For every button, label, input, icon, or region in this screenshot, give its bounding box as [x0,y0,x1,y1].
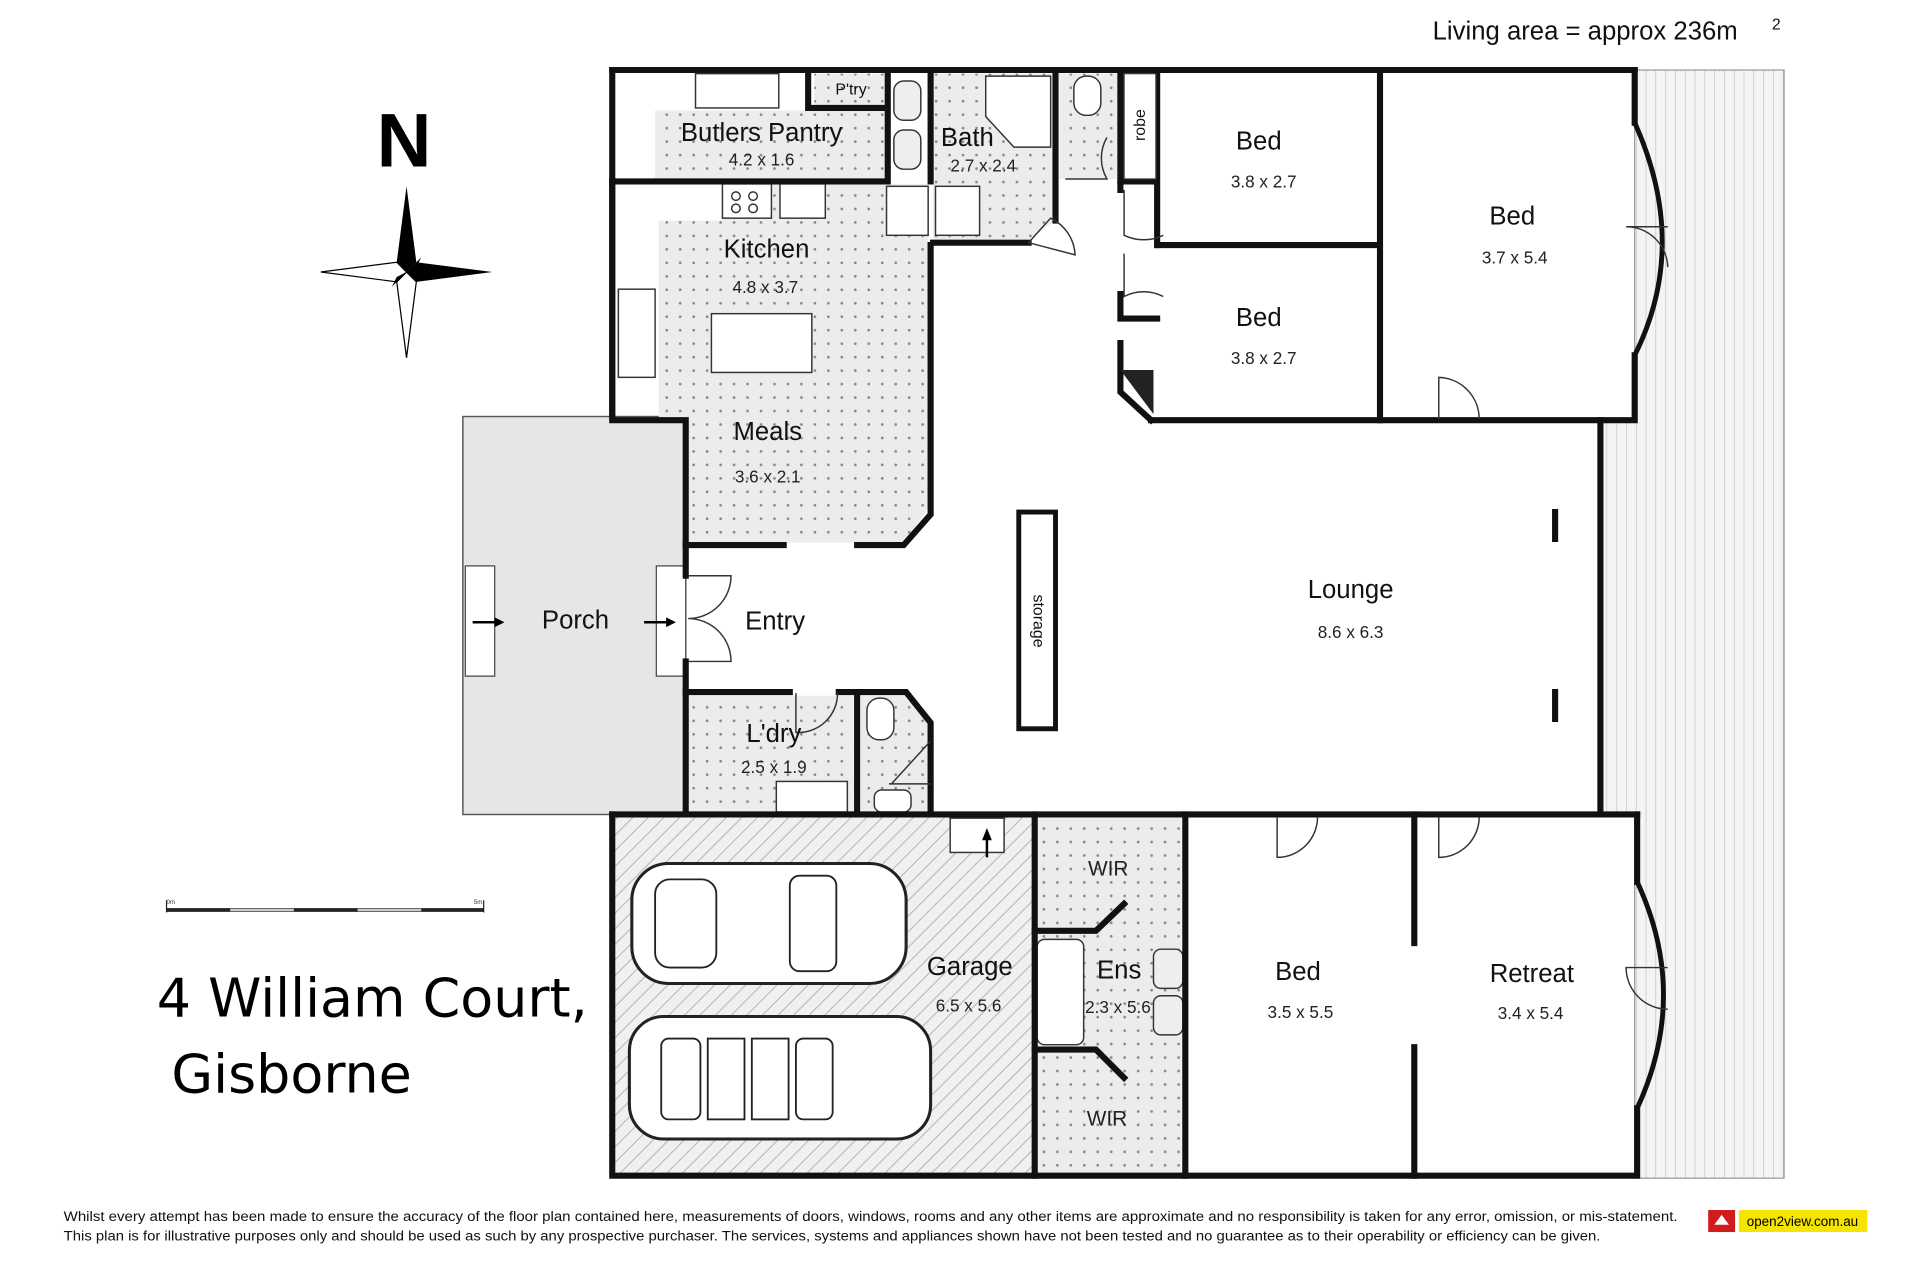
room-retreat-size: 3.4 x 5.4 [1498,1003,1564,1023]
robe-label: robe [1132,109,1149,141]
logo-text: open2view.com.au [1747,1214,1858,1229]
room-retreat: Retreat [1490,960,1574,988]
scale-bar: 0m 5m [165,899,485,913]
room-bed-1-size: 3.8 x 2.7 [1231,172,1297,192]
room-butlers-pantry-size: 4.2 x 1.6 [729,150,795,170]
address-line-1: 4 William Court, [157,967,588,1030]
room-entry: Entry [745,608,805,636]
room-bath-size: 2.7 x 2.4 [950,156,1016,176]
room-garage-size: 6.5 x 5.6 [936,996,1002,1016]
room-labels: P'try Butlers Pantry 4.2 x 1.6 Bath 2.7 … [542,81,1574,1130]
room-bed-4-size: 3.5 x 5.5 [1268,1002,1334,1022]
scale-end-label: 5m [474,899,483,906]
room-kitchen-size: 4.8 x 3.7 [732,277,798,297]
porch-area [462,415,687,816]
room-ensuite-size: 2.3 x 5.6 [1085,997,1151,1017]
room-laundry: L'dry [746,720,801,748]
compass-icon: N [320,99,493,358]
address-line-2: Gisborne [171,1042,411,1105]
room-meals: Meals [733,418,802,446]
car-icon [627,1015,933,1141]
disclaimer-line-1: Whilst every attempt has been made to en… [64,1208,1678,1224]
room-garage: Garage [927,953,1013,981]
room-ensuite: Ens [1097,957,1141,985]
disclaimer-line-2: This plan is for illustrative purposes o… [64,1228,1601,1244]
storage-label: storage [1029,594,1046,647]
scale-start-label: 0m [167,899,176,906]
room-kitchen: Kitchen [724,235,810,263]
living-area-superscript: 2 [1772,17,1781,34]
room-meals-size: 3.6 x 2.1 [735,467,801,487]
room-bed-4: Bed [1275,958,1321,986]
car-icon [630,861,908,985]
room-laundry-size: 2.5 x 1.9 [741,757,807,777]
storage-cupboard [1016,509,1058,732]
room-bed-2: Bed [1236,304,1282,332]
room-wir-2: WIR [1087,1108,1127,1131]
room-bed-1: Bed [1236,128,1282,156]
room-butlers-pantry: Butlers Pantry [681,119,843,147]
room-porch: Porch [542,606,609,634]
room-bed-master: Bed [1489,202,1535,230]
room-bed-master-size: 3.7 x 5.4 [1482,247,1548,267]
room-wir-1: WIR [1088,858,1128,881]
room-lounge: Lounge [1308,576,1394,604]
living-area-text: Living area = approx 236m [1433,17,1738,45]
doors [688,136,1669,1010]
room-bed-2-size: 3.8 x 2.7 [1231,348,1297,368]
room-pantry: P'try [835,81,866,98]
north-label: N [377,99,432,184]
fixtures [617,72,1184,1046]
walls [609,66,1641,1179]
open2view-logo[interactable]: open2view.com.au [1708,1210,1868,1233]
room-lounge-size: 8.6 x 6.3 [1318,622,1384,642]
deck [1634,69,1785,1179]
room-bath: Bath [941,124,994,152]
